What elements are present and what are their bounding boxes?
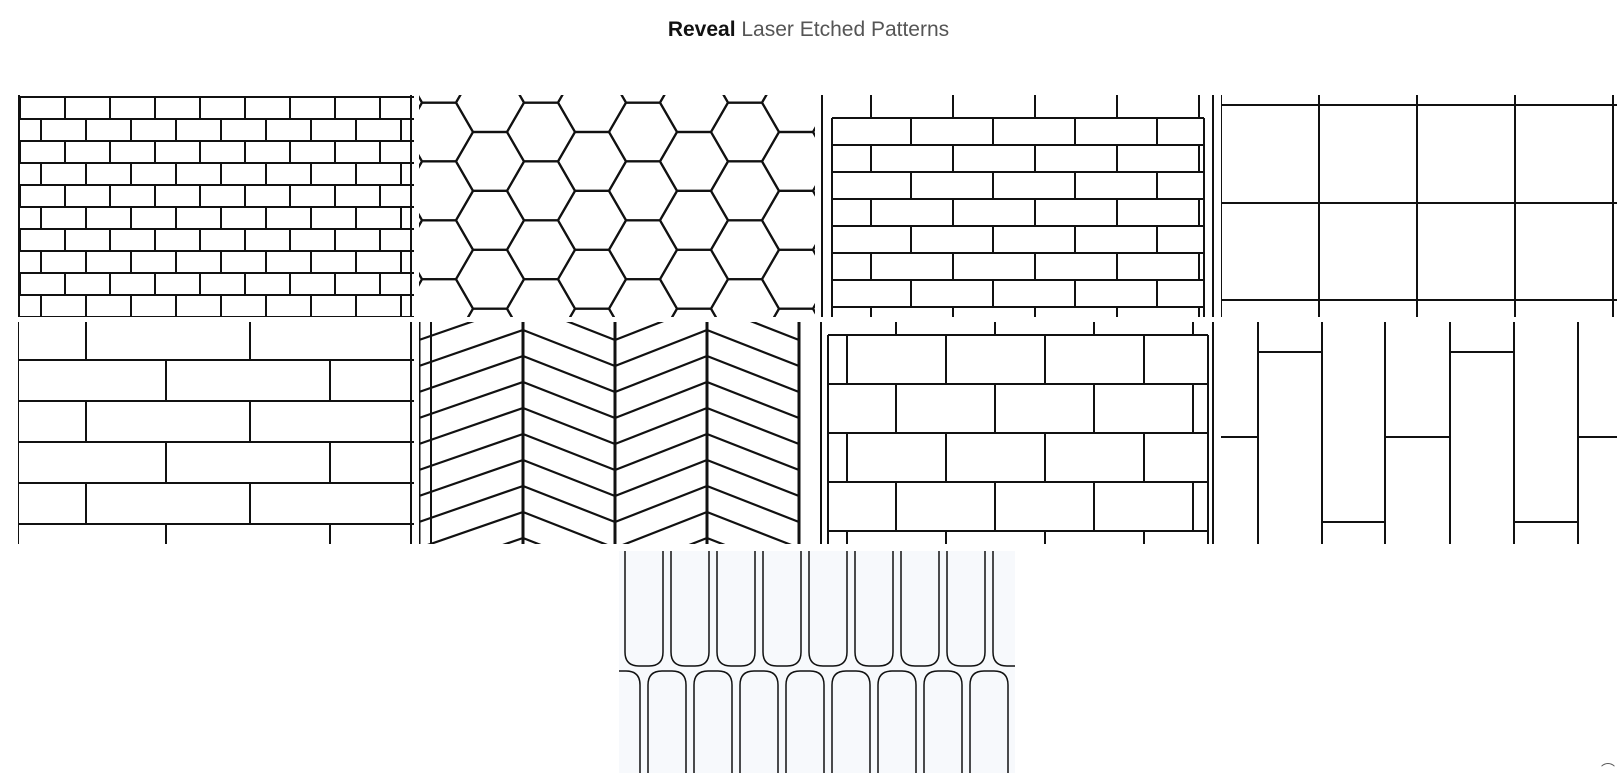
chevron-pattern-image: [419, 322, 801, 544]
vertical-staggered-plank-pattern-image: [1221, 322, 1617, 544]
pattern-tile-large-brick[interactable]: [820, 322, 1216, 544]
page-title: Reveal Laser Etched Patterns: [0, 18, 1617, 42]
rounded-finger-tile-pattern-image: [619, 551, 1015, 773]
pattern-tile-hexagon[interactable]: [419, 95, 815, 317]
pattern-tile-small-brick[interactable]: [18, 95, 414, 317]
stacked-brick-edge-pattern-image: [821, 95, 1214, 317]
corner-scroll-icon: ⌒: [1601, 762, 1615, 778]
hexagon-pattern-image: [419, 95, 815, 317]
pattern-tile-long-plank[interactable]: [18, 322, 414, 544]
pattern-tile-rounded-finger-tile[interactable]: [619, 551, 1015, 773]
brand-name: Reveal: [667, 18, 736, 41]
pattern-tile-stacked-brick-edge[interactable]: [820, 95, 1216, 317]
small-brick-pattern-image: [18, 95, 414, 317]
page-subtitle: Laser Etched Patterns: [741, 18, 950, 41]
long-plank-pattern-image: [18, 322, 414, 544]
large-brick-pattern-image: [820, 322, 1214, 544]
large-square-grid-pattern-image: [1221, 95, 1617, 317]
pattern-tile-large-square-grid[interactable]: [1221, 95, 1617, 317]
pattern-tile-chevron[interactable]: [419, 322, 815, 544]
pattern-tile-vertical-staggered-plank[interactable]: [1221, 322, 1617, 544]
